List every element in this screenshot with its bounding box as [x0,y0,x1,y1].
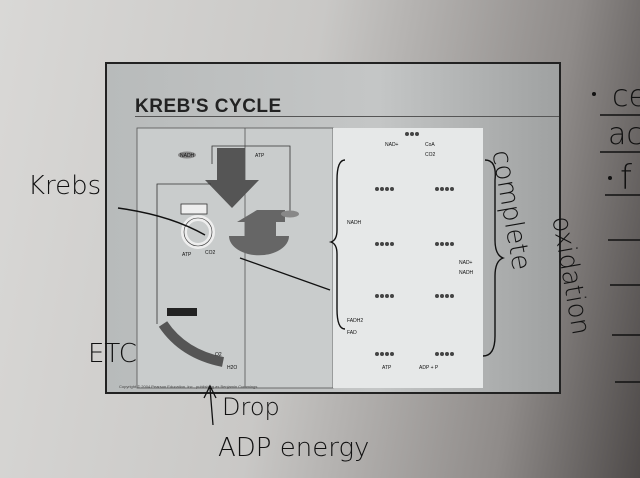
nad-plus-label: NAD+ [385,142,399,148]
co2-label-2: CO2 [425,152,436,158]
nadh-label: NADH [180,153,195,159]
fad-label: FAD [347,330,357,336]
etc-membrane [158,321,225,367]
handwritten-etc: ETC [88,339,137,369]
handwritten-adp-energy: ADP energy [218,433,370,463]
o2-label: O2 [215,352,222,358]
connector-lines [156,145,291,324]
copyright-text: Copyright © 2004 Pearson Education, Inc.… [119,384,258,389]
fatty-acid-shape [229,210,289,256]
handwritten-drop: Drop [222,393,280,421]
kreb-cycle-slide: KREB'S CYCLE NADH ATP CO2 ATP O2 H2O [105,62,561,394]
h2o-label: H2O [227,365,237,371]
co2-label: CO2 [205,250,216,256]
margin-note-1: ce [612,79,640,114]
atp-label-2: ATP [182,252,192,258]
acetyl-coa-box [180,203,208,215]
carbon-chains [375,132,454,356]
margin-note-3: f [620,158,632,198]
nadh-badge [281,210,299,218]
nadh-label-3: NADH [459,270,474,276]
pointer-line [239,257,331,291]
fadh2-label: FADH2 [347,318,363,324]
right-brace [482,159,505,357]
nad-plus-label-2: NAD+ [459,260,473,266]
arrow-up-icon [203,384,217,426]
handwritten-krebs: Krebs [28,171,102,201]
right-panel [333,128,483,388]
title-divider [135,116,559,117]
etc-box [167,308,197,316]
kreb-cycle-outline [183,217,213,247]
atp-label: ATP [255,153,265,159]
left-brace [328,159,346,330]
adp-label: ADP + P [419,365,439,371]
slide-title: KREB'S CYCLE [135,96,282,117]
bullet-icon [608,176,612,180]
margin-note-2: ac [608,117,640,152]
atp-label-3: ATP [382,365,392,371]
diagram: NADH ATP CO2 ATP O2 H2O NAD+ CoA CO2 NAD… [136,127,483,389]
nadh-badge [178,151,196,159]
bullet-icon [592,92,596,96]
krebs-pointer-line [117,207,206,236]
coa-label: CoA [425,142,435,148]
nadh-label-2: NADH [347,220,362,226]
glycolysis-arrow [205,148,259,208]
